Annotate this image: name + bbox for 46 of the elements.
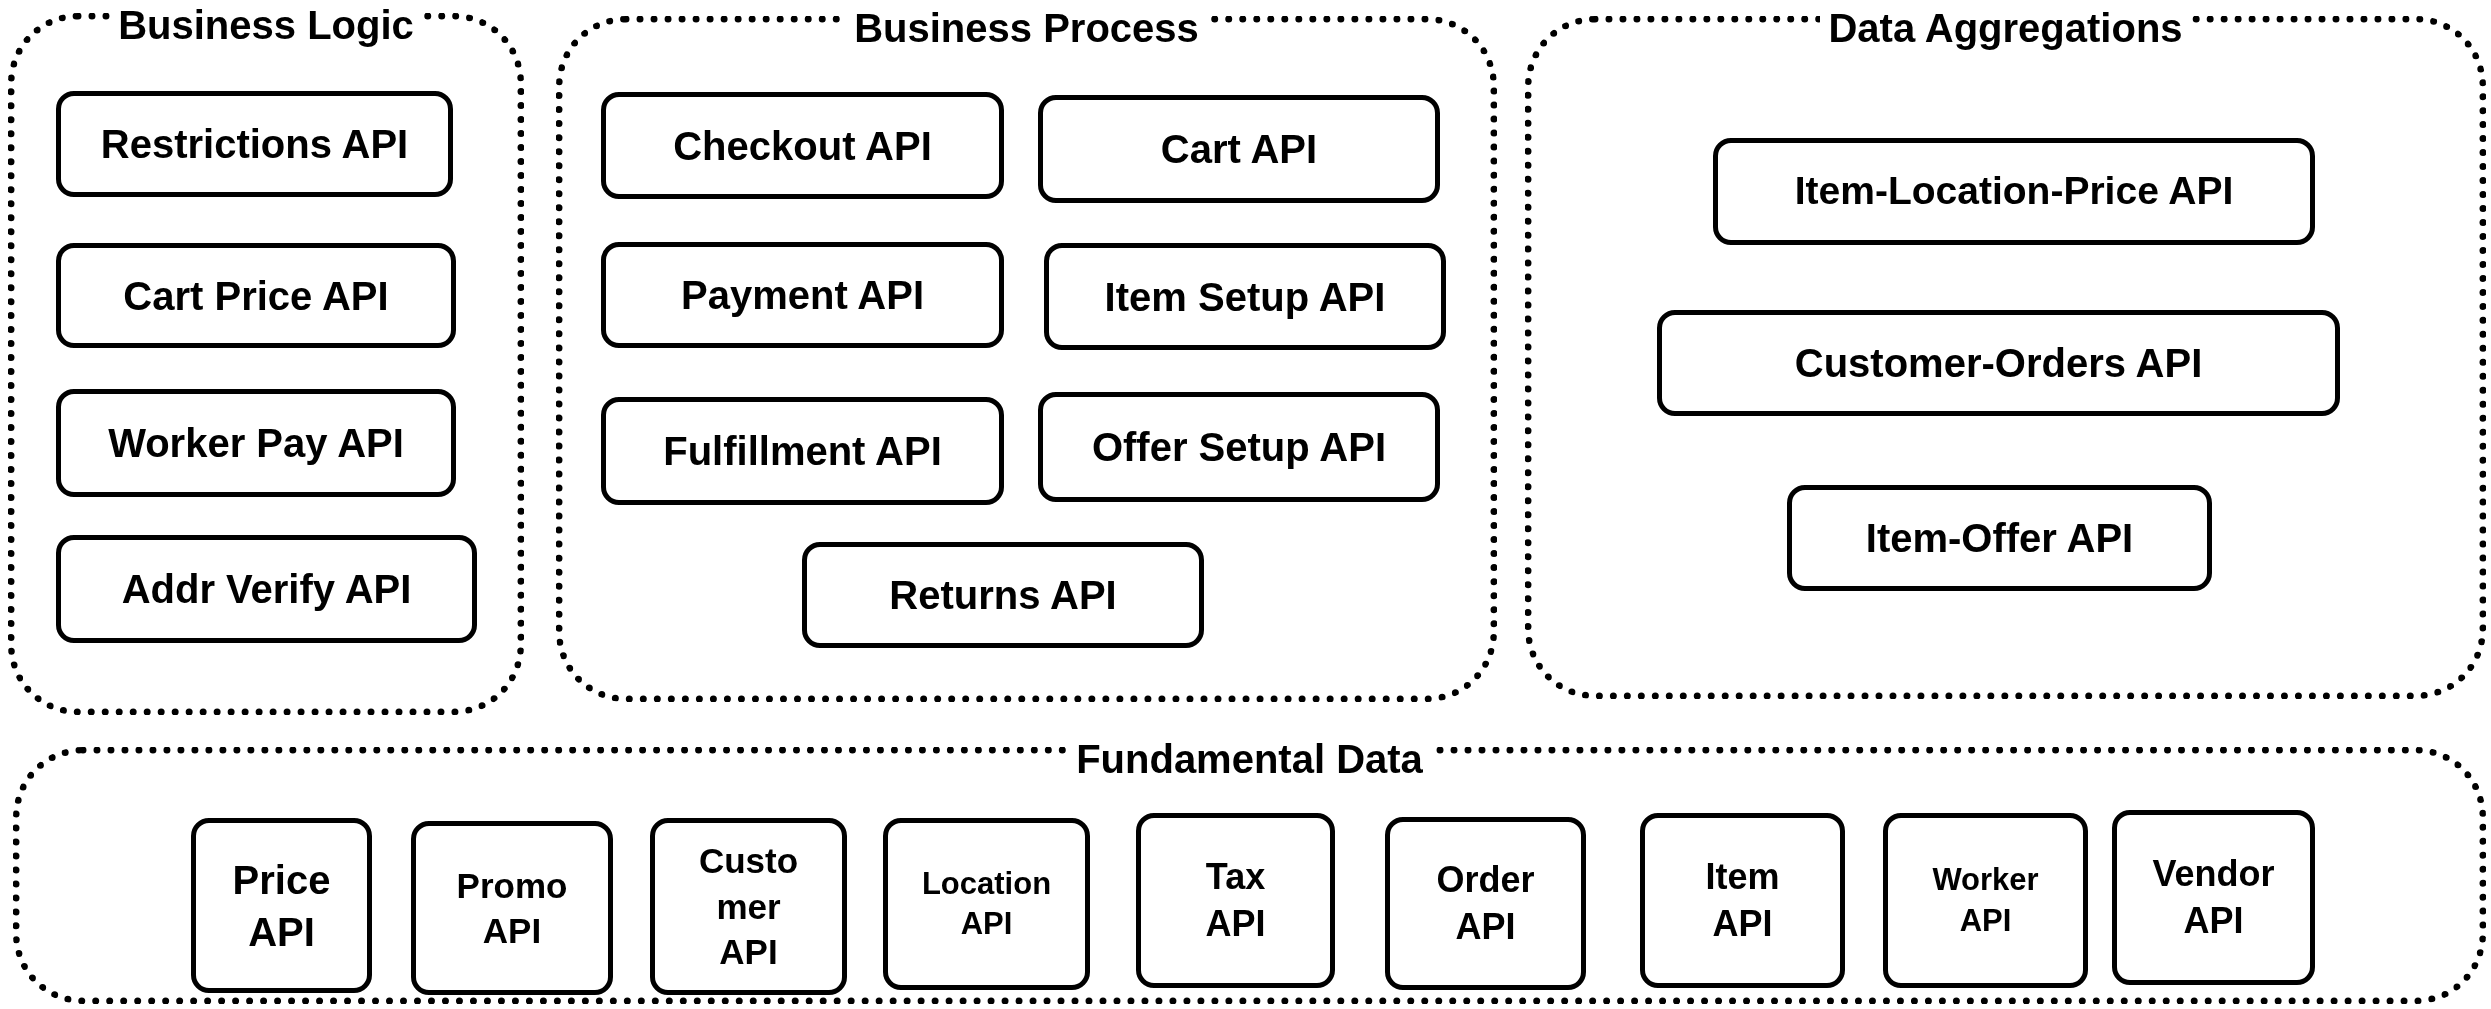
api-label: Item Setup API: [1104, 273, 1386, 320]
api-box: [650, 818, 847, 995]
api-box: [56, 91, 453, 197]
api-label: Returns API: [889, 572, 1117, 618]
api-box: [56, 389, 456, 497]
api-label: Payment API: [680, 272, 924, 318]
api-label: Cart Price API: [123, 272, 389, 319]
api-box: [1657, 310, 2340, 416]
api-box: [1883, 813, 2088, 988]
api-label: Worker Pay API: [108, 420, 404, 466]
api-box: [191, 818, 372, 993]
api-label: Location API: [920, 864, 1053, 943]
api-label: Custo mer API: [697, 840, 800, 974]
api-label: Restrictions API: [100, 121, 409, 167]
api-box: [1640, 813, 1845, 988]
api-box: [601, 242, 1004, 348]
api-label: Promo API: [455, 864, 569, 952]
api-box: [601, 92, 1004, 199]
api-label: Order API: [1435, 857, 1536, 949]
api-label: Addr Verify API: [121, 566, 412, 612]
api-box: [1038, 95, 1440, 203]
api-label: Fulfillment API: [663, 428, 942, 474]
api-label: Tax API: [1204, 854, 1267, 946]
api-box: [601, 397, 1004, 505]
api-box: [1713, 138, 2315, 245]
api-box: [1044, 243, 1446, 350]
api-box: [2112, 810, 2315, 985]
api-box: [1385, 817, 1586, 990]
api-label: Price API: [231, 856, 332, 956]
api-box: [1038, 392, 1440, 502]
api-label: Checkout API: [673, 122, 932, 169]
api-label: Offer Setup API: [1091, 424, 1387, 470]
api-label: Vendor API: [2151, 851, 2276, 943]
api-box: [883, 818, 1090, 990]
api-label: Item API: [1704, 854, 1781, 946]
api-label: Cart API: [1160, 126, 1318, 172]
api-box: [56, 535, 477, 643]
api-label: Item-Offer API: [1865, 515, 2134, 561]
api-box: [56, 243, 456, 348]
api-box: [1136, 813, 1335, 988]
api-box: [411, 821, 613, 995]
api-box: [802, 542, 1204, 648]
api-box: [1787, 485, 2212, 591]
api-label: Customer-Orders API: [1794, 340, 2203, 386]
api-label: Worker API: [1931, 861, 2040, 940]
api-label: Item-Location-Price API: [1794, 169, 2234, 214]
